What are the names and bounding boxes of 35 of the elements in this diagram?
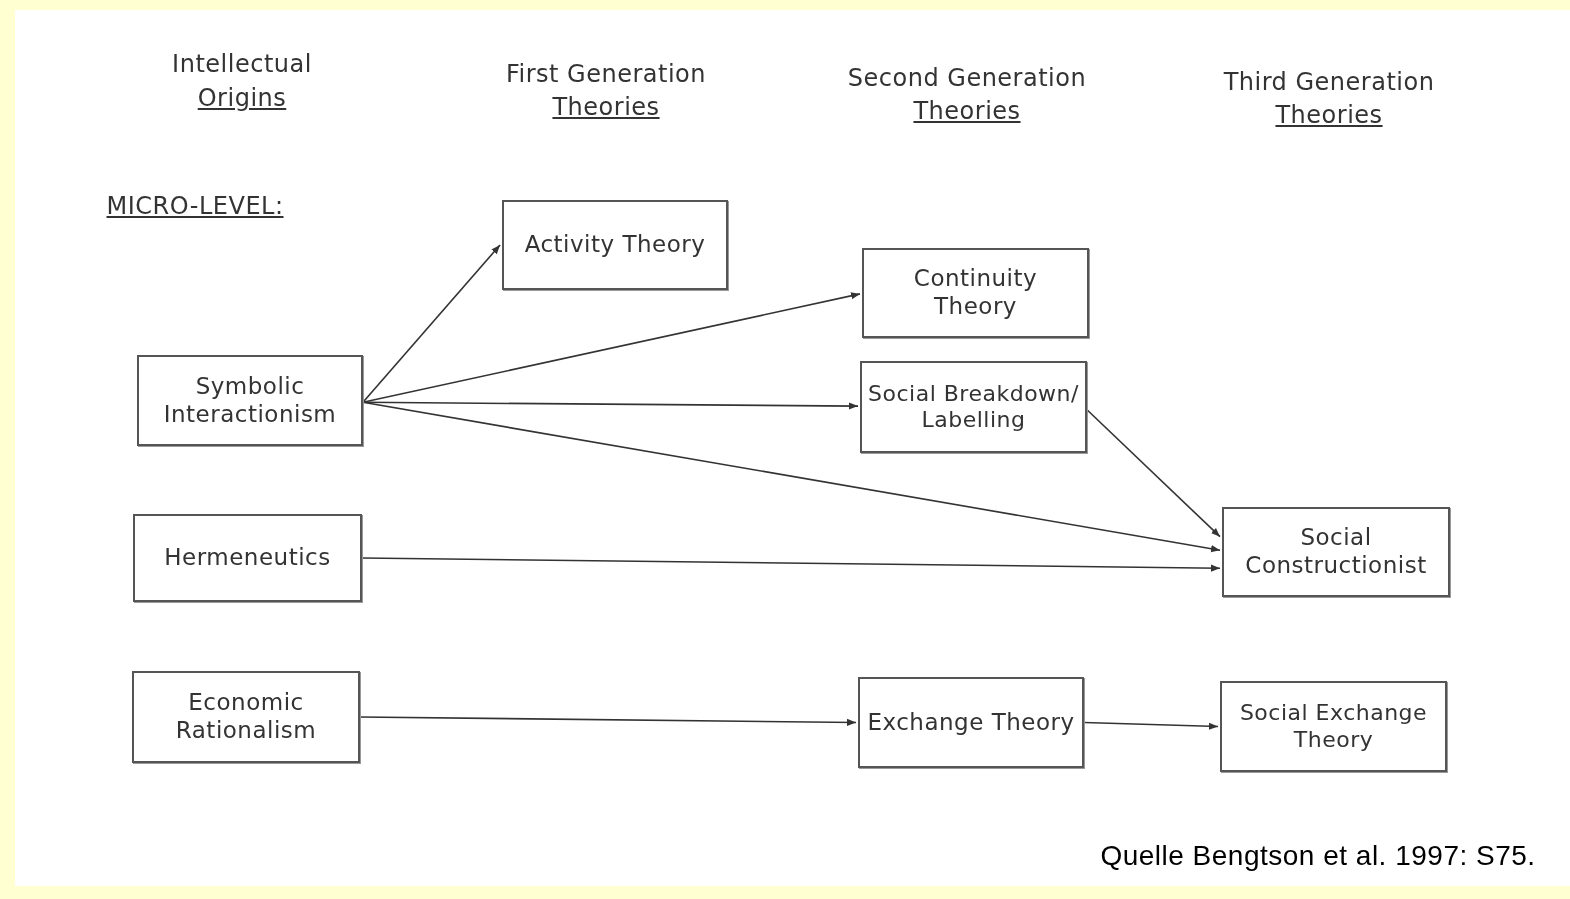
source-note: Quelle Bengtson et al. 1997: S75.	[1100, 840, 1536, 872]
theory-box	[862, 248, 1089, 338]
arrow	[361, 557, 1221, 572]
arrow	[362, 292, 861, 404]
box-label: Economic Rationalism	[174, 689, 318, 745]
level-heading: MICRO-LEVEL:	[106, 192, 284, 220]
theory-box	[860, 361, 1087, 453]
column-heading: Theories	[913, 97, 1021, 125]
arrow	[1086, 408, 1221, 538]
theory-box	[132, 671, 360, 763]
box-label: Activity Theory	[523, 231, 707, 259]
box-label: Symbolic Interactionism	[162, 372, 338, 429]
column-heading: Theories	[552, 93, 660, 121]
box-label: Social Exchange Theory	[1238, 700, 1429, 753]
theory-box	[133, 514, 362, 602]
theory-box	[502, 200, 728, 290]
arrow	[359, 716, 857, 726]
column-heading: Origins	[197, 84, 287, 112]
column-heading: Third Generation	[1223, 68, 1435, 96]
box-label: Exchange Theory	[866, 708, 1076, 737]
column-heading: Second Generation	[847, 64, 1087, 92]
theory-box	[137, 355, 363, 446]
theory-box	[858, 677, 1084, 768]
arrow	[362, 244, 501, 404]
box-label: Hermeneutics	[163, 544, 332, 572]
arrow	[1083, 721, 1219, 730]
column-heading: Theories	[1275, 101, 1383, 129]
column-heading: Intellectual	[172, 50, 312, 78]
arrow	[362, 401, 1221, 553]
column-heading: First Generation	[506, 60, 706, 88]
theory-box	[1222, 507, 1450, 597]
box-label: Social Breakdown/ Labelling	[867, 380, 1080, 434]
box-label: Social Constructionist	[1244, 524, 1428, 580]
box-label: Continuity Theory	[912, 265, 1039, 321]
theory-box	[1220, 681, 1447, 772]
